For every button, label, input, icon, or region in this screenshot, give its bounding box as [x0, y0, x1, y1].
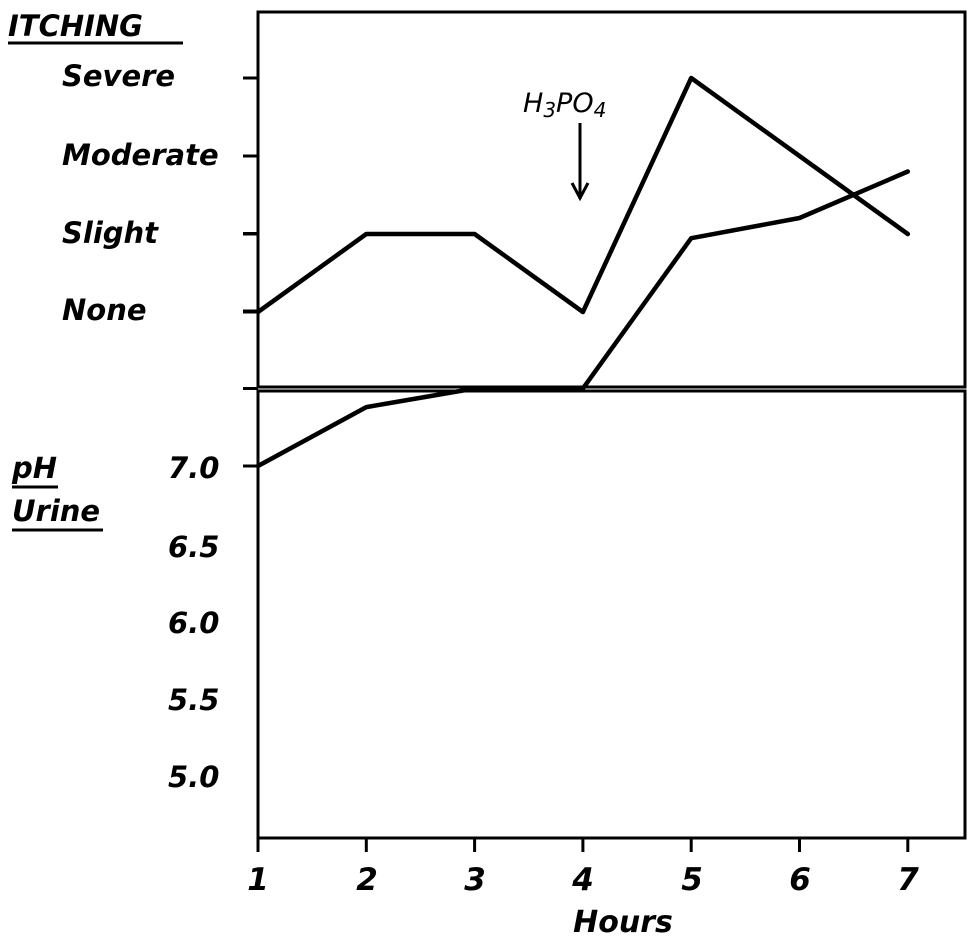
x-axis-title: Hours	[573, 905, 673, 939]
x-tick-7: 7	[897, 862, 919, 898]
x-tick-6: 6	[789, 862, 811, 898]
ph-series-line	[255, 169, 911, 469]
itching-tick-slight: Slight	[62, 216, 159, 250]
ph-axis-title-line2: Urine	[12, 494, 100, 528]
ph-tick-5-5: 5.5	[168, 683, 219, 717]
h3po4-annotation: H3PO4	[523, 88, 606, 122]
bottom-panel-frame	[256, 389, 967, 840]
x-tick-2: 2	[356, 862, 378, 898]
itching-tick-severe: Severe	[62, 59, 175, 93]
x-tick-5: 5	[681, 862, 703, 898]
x-tick-3: 3	[464, 862, 486, 898]
ph-tick-7-0: 7.0	[168, 451, 219, 485]
h3po4-arrow-head	[570, 182, 590, 202]
ph-tick-6-5: 6.5	[168, 530, 219, 564]
itching-tick-moderate: Moderate	[62, 138, 219, 172]
ph-tick-marks	[243, 154, 258, 468]
itching-series-line	[255, 75, 911, 315]
x-tick-1: 1	[247, 862, 269, 898]
itching-tick-marks	[243, 76, 258, 314]
top-panel-frame	[256, 10, 967, 389]
itching-axis-title: ITCHING	[8, 9, 143, 43]
x-tick-marks	[256, 838, 910, 852]
ph-tick-5-0: 5.0	[168, 760, 219, 794]
itching-tick-none: None	[62, 293, 147, 327]
ph-axis-title-line1: pH	[11, 451, 57, 485]
x-tick-4: 4	[571, 862, 594, 898]
ph-tick-6-0: 6.0	[168, 606, 219, 640]
